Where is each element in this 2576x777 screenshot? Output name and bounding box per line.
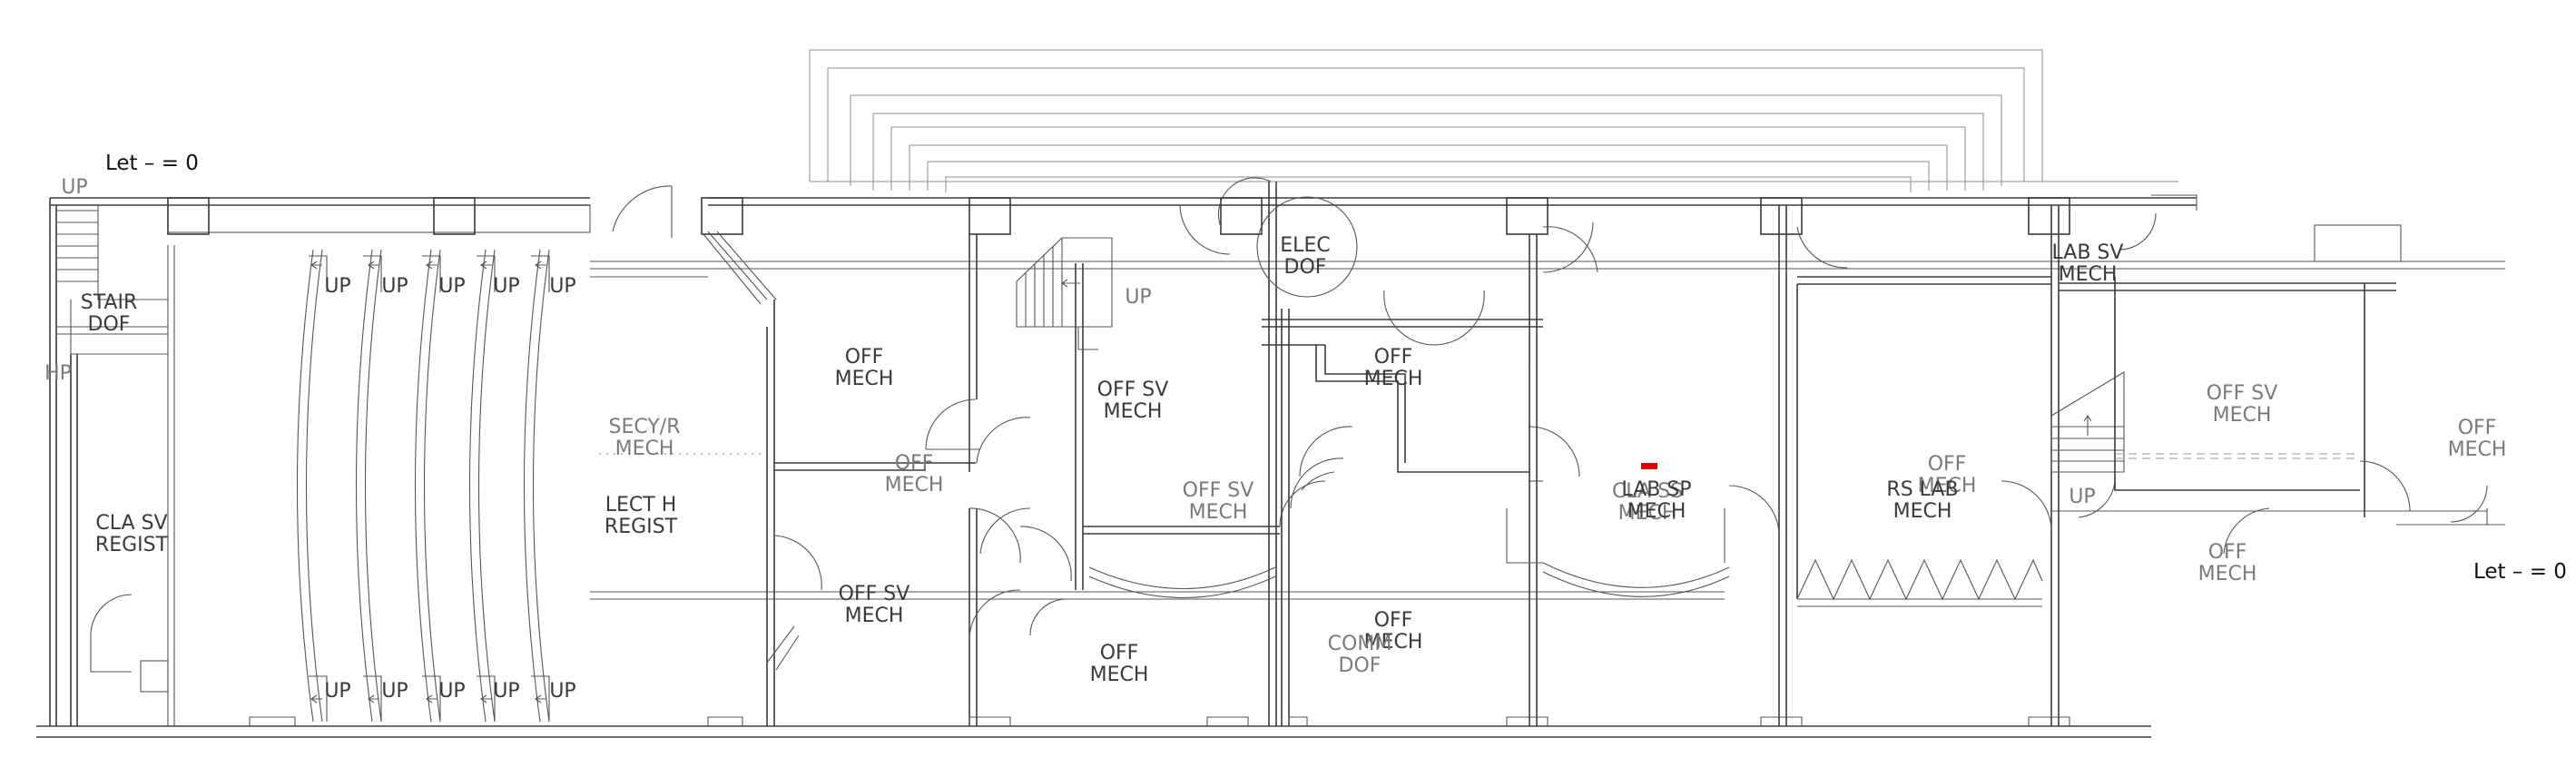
partitions-center <box>703 177 1580 726</box>
off-8-label-2: MECH <box>2198 563 2257 585</box>
aisle-up-8: UP <box>438 680 465 703</box>
note-left: Let – = 0 <box>105 152 199 175</box>
columns <box>167 197 2402 262</box>
secy-r-label-1: SECY/R <box>609 416 681 438</box>
off-sv-4-label-1: OFF SV <box>2207 382 2278 405</box>
off-1-label-2: MECH <box>835 368 894 390</box>
aisle-up-6: UP <box>324 680 350 703</box>
curved-walls <box>1088 508 1730 598</box>
lect-h-label-2: REGIST <box>605 516 678 538</box>
off-8-label-1: OFF <box>2208 541 2247 564</box>
note-right: Let – = 0 <box>2473 560 2567 584</box>
left-stair <box>56 205 175 726</box>
lab-sp-label-1: LAB SP <box>1621 478 1691 501</box>
cla-ss-label-2: MECH <box>1618 502 1677 525</box>
lect-h-label-1: LECT H <box>605 494 677 516</box>
off-4-label-1: OFF <box>1374 346 1413 369</box>
off-sv-1-label-1: OFF SV <box>839 583 910 605</box>
aisle-up-4: UP <box>493 275 519 298</box>
off-6-label-2: MECH <box>1918 475 1977 497</box>
aisle-up-1: UP <box>324 275 350 298</box>
cla-sv-label-2: REGIST <box>95 534 169 556</box>
off-1-label-1: OFF <box>845 346 884 369</box>
off-sv-2-label-1: OFF SV <box>1097 379 1169 401</box>
cla-ss-label-1: CLA SS <box>1612 480 1683 503</box>
off-3-label-1: OFF <box>1100 642 1139 664</box>
elec-label-2: DOF <box>1284 256 1327 279</box>
building-walls <box>36 197 2505 738</box>
elec-label-1: ELEC <box>1280 234 1330 257</box>
off-2-label-2: MECH <box>885 474 944 497</box>
off-7-label-1: OFF <box>2458 417 2497 439</box>
off-3-label-2: MECH <box>1090 664 1149 686</box>
off-7-label-2: MECH <box>2448 438 2507 461</box>
partitions-right <box>1542 194 2488 726</box>
off-6-label-1: OFF <box>1928 453 1967 476</box>
aisle-up-10: UP <box>549 680 575 703</box>
location-marker <box>1641 463 1657 469</box>
up-right-label: UP <box>2069 486 2095 508</box>
lab-sv-label-1: LAB SV <box>2052 241 2124 264</box>
aisle-up-3: UP <box>438 275 465 298</box>
off-2-label-1: OFF <box>895 452 934 475</box>
secy-r-label-2: MECH <box>615 438 674 460</box>
comm-label-2: DOF <box>1339 654 1381 677</box>
lab-sv-label-2: MECH <box>2059 263 2118 286</box>
off-sv-1-label-2: MECH <box>845 605 904 627</box>
aisle-up-2: UP <box>381 275 408 298</box>
off-5-label-1: OFF <box>1374 609 1413 632</box>
overhead-service-lines <box>809 49 2178 192</box>
off-sv-2-label-2: MECH <box>1104 400 1163 423</box>
hp-label: HP <box>44 362 72 385</box>
aisle-up-9: UP <box>493 680 519 703</box>
up-center-label: UP <box>1125 286 1151 309</box>
off-sv-4-label-2: MECH <box>2213 404 2272 427</box>
stair-label-2: DOF <box>88 313 131 336</box>
rs-lab-label-1: RS LAB <box>1886 478 1958 501</box>
stair-label-1: STAIR <box>81 291 138 314</box>
lab-sp-label-2: MECH <box>1627 500 1686 523</box>
comm-label-1: COMM <box>1328 633 1392 655</box>
aisle-up-7: UP <box>381 680 408 703</box>
off-5-label-2: MECH <box>1364 631 1423 654</box>
bottom-piers <box>249 716 2070 726</box>
lecture-hall <box>296 185 762 723</box>
cla-sv-label-1: CLA SV <box>95 512 167 535</box>
off-sv-3-label-2: MECH <box>1189 501 1248 524</box>
rs-lab-label-2: MECH <box>1893 500 1952 523</box>
aisle-up-5: UP <box>549 275 575 298</box>
stair-up-label: UP <box>61 176 87 199</box>
off-4-label-2: MECH <box>1364 368 1423 390</box>
off-sv-3-label-1: OFF SV <box>1183 479 1254 502</box>
